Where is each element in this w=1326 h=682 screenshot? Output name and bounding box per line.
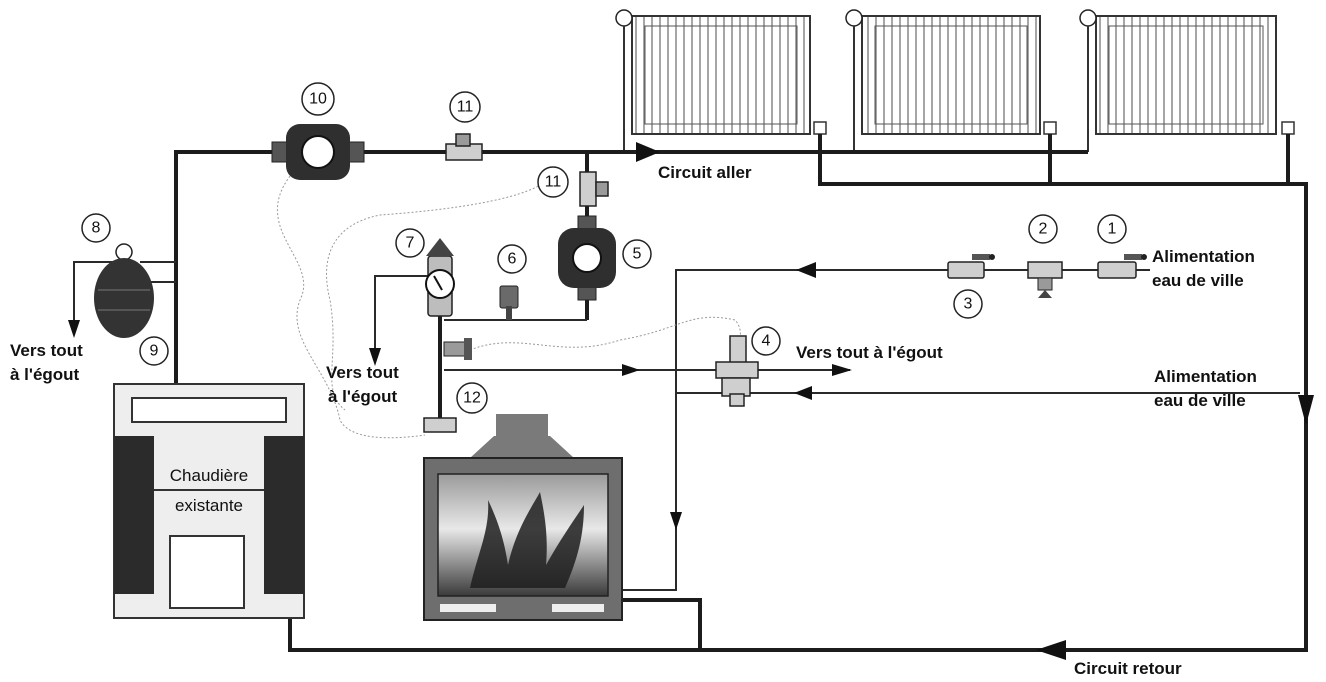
pump-icon: [301, 135, 335, 169]
label-egout-right: Vers tout à l'égout: [796, 343, 943, 362]
radiator-1: [615, 9, 827, 152]
callout-3: 3: [964, 296, 973, 313]
arrow-down-icon: [369, 348, 381, 366]
radiator-2: [845, 9, 1057, 152]
thermal-valve-4: [715, 335, 759, 407]
callout-7: 7: [406, 235, 415, 252]
label-boiler-line1: Chaudière: [170, 466, 248, 485]
callout-11a: 11: [457, 99, 474, 116]
expansion-vessel-9: [94, 243, 154, 338]
gauge-icon: [425, 269, 455, 299]
callout-12: 12: [463, 390, 481, 407]
text-labels: Circuit aller Circuit retour Alimentatio…: [10, 163, 1257, 678]
label-alimentation-2-line1: Alimentation: [1154, 367, 1257, 386]
callout-5: 5: [633, 246, 642, 263]
callout-4: 4: [762, 333, 771, 350]
air-vent-icon: [845, 9, 863, 27]
callout-11b: 11: [545, 174, 562, 191]
stop-valve-1: [1097, 254, 1147, 279]
component-6: [499, 285, 519, 320]
label-circuit-retour: Circuit retour: [1074, 659, 1182, 678]
circulator-pump-5: [558, 215, 616, 301]
flow-arrows: [68, 142, 1314, 660]
air-vent-icon: [615, 9, 633, 27]
callout-2: 2: [1039, 221, 1048, 238]
arrow-left-icon: [1036, 640, 1066, 660]
label-egout-mid-line1: Vers tout: [326, 363, 399, 382]
label-egout-left-line1: Vers tout: [10, 341, 83, 360]
valve-3: [947, 254, 995, 279]
safety-group-7: [425, 238, 455, 317]
arrow-left-icon: [796, 262, 816, 278]
callout-8: 8: [92, 220, 101, 237]
air-vent-icon: [115, 243, 133, 261]
radiator-valve-icon: [813, 121, 827, 135]
radiator-valve-icon: [1043, 121, 1057, 135]
filter-2: [1027, 261, 1063, 298]
label-alimentation-1-line1: Alimentation: [1152, 247, 1255, 266]
arrow-right-icon: [622, 364, 640, 376]
radiator-3: [1079, 9, 1295, 152]
sensor-12: [423, 417, 457, 433]
callout-10: 10: [309, 91, 327, 108]
pump-icon: [572, 243, 602, 273]
wood-stove-insert: [423, 414, 623, 621]
label-alimentation-1-line2: eau de ville: [1152, 271, 1244, 290]
radiator-valve-icon: [1281, 121, 1295, 135]
arrow-down-icon: [1298, 395, 1314, 425]
callout-6: 6: [508, 251, 517, 268]
arrow-down-icon: [68, 320, 80, 338]
label-egout-mid-line2: à l'égout: [328, 387, 398, 406]
flame-icon: [470, 492, 584, 588]
label-circuit-aller: Circuit aller: [658, 163, 752, 182]
callout-9: 9: [150, 343, 159, 360]
arrow-left-icon: [794, 386, 812, 400]
arrow-right-icon: [636, 142, 660, 162]
existing-boiler: [113, 383, 305, 619]
label-boiler-line2: existante: [175, 496, 243, 515]
label-alimentation-2-line2: eau de ville: [1154, 391, 1246, 410]
circulator-pump-10: [271, 124, 365, 180]
check-valve-11-top: [445, 133, 483, 161]
drain-valve: [443, 338, 472, 360]
arrow-right-icon: [832, 364, 852, 376]
label-egout-left-line2: à l'égout: [10, 365, 80, 384]
callouts: 1 2 3 4 5 6 7 8 9 10 11 11 12: [81, 82, 1127, 414]
control-wires: [276, 175, 741, 439]
air-vent-icon: [1079, 9, 1097, 27]
callout-1: 1: [1108, 221, 1117, 238]
arrow-down-icon: [670, 512, 682, 530]
check-valve-11-side: [579, 171, 609, 207]
